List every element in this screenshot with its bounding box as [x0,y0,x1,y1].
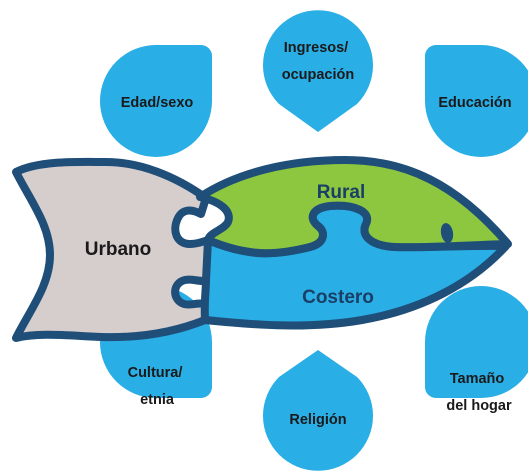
drop-ingresos: Ingresos/ ocupación [263,10,373,133]
drop-label-line: Cultura/ [128,365,183,381]
drop-shape [263,350,374,471]
drop-label: Ingresos/ ocupación [282,40,355,83]
fish-eye [440,223,454,243]
fish-tail-urbano [12,157,214,342]
drop-label-line: del hogar [446,398,512,414]
drop-shape [425,45,528,157]
drop-label: Cultura/ etnia [128,365,187,408]
label-costero: Costero [302,287,374,308]
fish-diagram: Urbano Rural Costero [12,156,512,342]
drop-educacion: Educación [425,45,528,157]
drop-label-line: ocupación [282,67,355,83]
drop-label-line: Edad/sexo [121,95,194,111]
drop-religion: Religión [263,350,374,471]
label-rural: Rural [317,182,366,203]
drop-tamano: Tamaño del hogar [425,286,528,414]
drop-label-line: Educación [438,95,511,111]
drop-edad-sexo: Edad/sexo [100,45,212,157]
drop-label: Educación [438,95,511,111]
label-urbano: Urbano [85,239,152,260]
drop-label: Edad/sexo [121,95,194,111]
drop-label: Tamaño del hogar [446,371,512,414]
drop-label-line: Religión [289,412,346,428]
drop-label-line: Tamaño [450,371,505,387]
drop-shape [263,10,373,133]
fish-body-rural [196,156,512,258]
drop-shape [425,286,528,398]
drop-label-line: etnia [140,392,175,408]
drop-label: Religión [289,412,346,428]
drop-shape [100,45,212,157]
drop-label-line: Ingresos/ [284,40,348,56]
